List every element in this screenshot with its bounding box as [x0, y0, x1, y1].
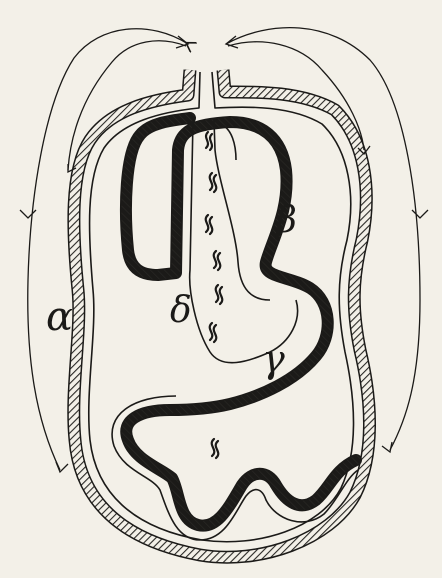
flow-squiggle-icon: [214, 251, 221, 270]
label-alpha: α: [46, 294, 73, 340]
arrowhead-icon: [56, 462, 68, 472]
flow-squiggle-icon: [210, 173, 217, 192]
flow-squiggle-icon: [210, 323, 217, 342]
arrowhead-icon: [412, 210, 428, 218]
arrowhead-icon: [20, 210, 36, 218]
flow-squiggle-icon: [212, 439, 219, 458]
flow-squiggle-icon: [206, 132, 212, 150]
flow-squiggle-icon: [216, 285, 223, 304]
inner-tube: [112, 72, 358, 540]
label-beta: β: [274, 200, 297, 241]
flow-squiggle-icon: [206, 215, 213, 234]
arrowhead-icon: [382, 442, 392, 452]
arrowhead-icon: [226, 36, 238, 48]
label-gamma: γ: [262, 337, 285, 381]
label-delta: δ: [170, 290, 192, 331]
